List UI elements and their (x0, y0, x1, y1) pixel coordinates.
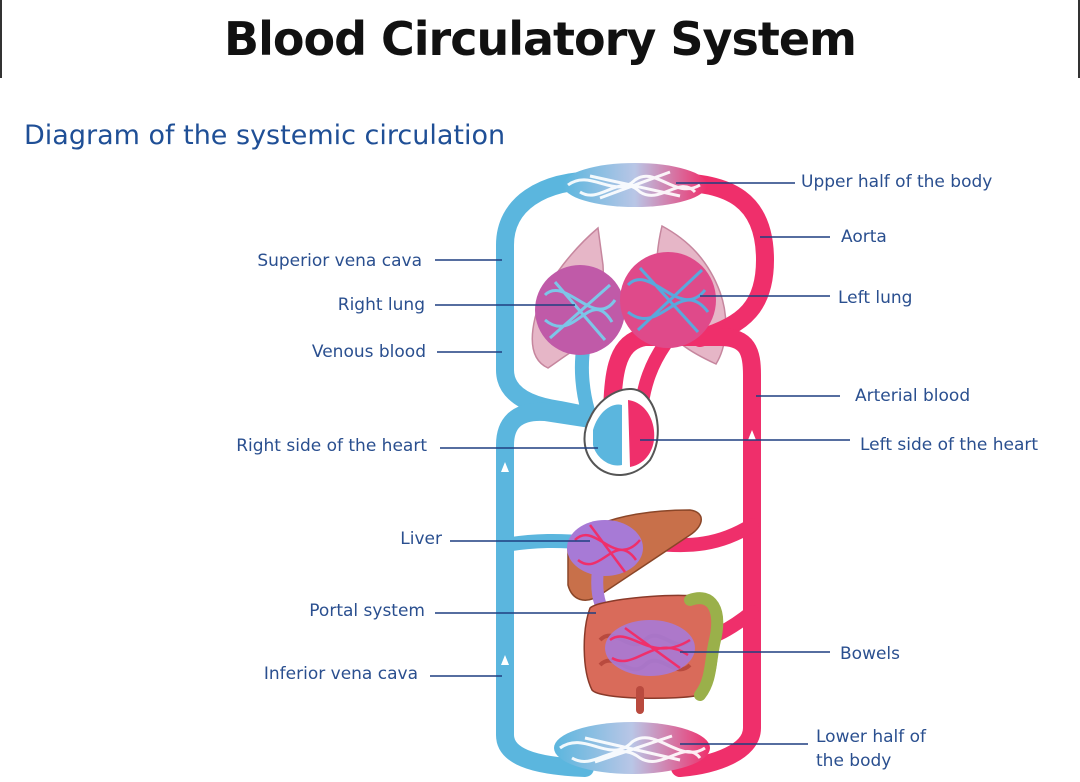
label-inferior-vena-cava: Inferior vena cava (263, 664, 418, 684)
label-lower-body-line1: Lower half of (816, 727, 927, 747)
upper-body-capillaries (563, 163, 707, 207)
label-left-heart: Left side of the heart (860, 435, 1039, 455)
descending-aorta-vessel (603, 328, 761, 777)
diagram-subtitle: Diagram of the systemic circulation (24, 120, 506, 151)
label-venous-blood: Venous blood (311, 342, 426, 362)
label-bowels: Bowels (840, 644, 901, 664)
label-arterial-blood: Arterial blood (855, 386, 971, 406)
left-frame-edge (0, 0, 2, 78)
lower-body-capillaries (554, 722, 710, 774)
inferior-vena-cava-vessel (496, 402, 606, 777)
label-portal-system: Portal system (309, 601, 425, 621)
label-right-lung: Right lung (337, 295, 425, 315)
page-title: Blood Circulatory System (224, 12, 857, 66)
right-lung-capillaries (535, 265, 625, 355)
label-aorta: Aorta (841, 227, 887, 247)
liver (567, 509, 702, 601)
label-liver: Liver (400, 529, 442, 549)
label-left-lung: Left lung (838, 288, 913, 308)
label-lower-body-line2: the body (816, 751, 892, 771)
label-right-heart: Right side of the heart (236, 436, 427, 456)
left-lung-capillaries (620, 252, 716, 348)
label-leader-lines (430, 182, 850, 745)
label-superior-vena-cava: Superior vena cava (257, 251, 422, 271)
flow-arrows (501, 430, 756, 665)
heart (583, 388, 659, 477)
right-frame-edge (1078, 0, 1080, 78)
bowels (583, 592, 724, 714)
label-upper-body: Upper half of the body (801, 172, 993, 192)
aorta-arch-vessel (661, 173, 775, 347)
